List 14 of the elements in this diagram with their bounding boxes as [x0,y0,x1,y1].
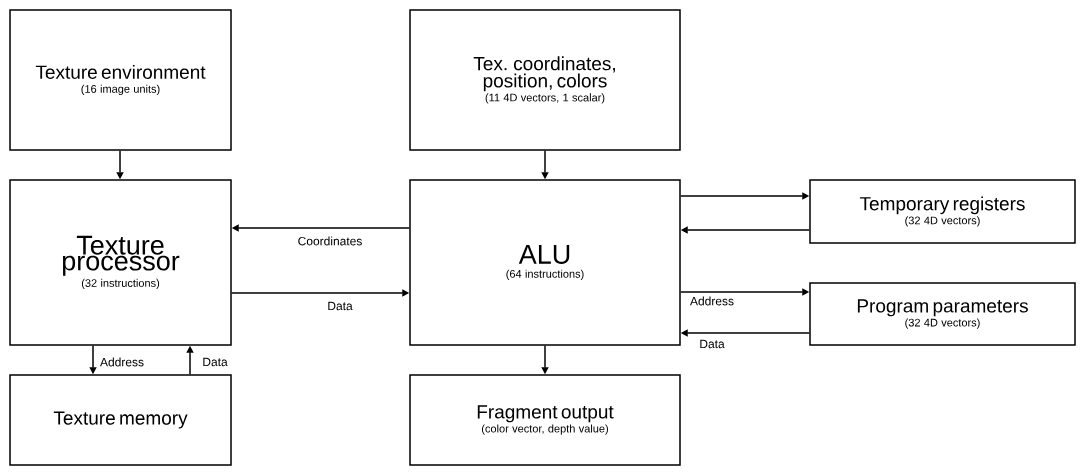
edge-label: Coordinates [298,236,362,246]
edge-label: Address [100,357,144,367]
process-box: ALU (64 instructions) [409,179,681,346]
process-box: Texture environment (16 image units) [9,9,232,151]
process-box: Texture memory [9,374,232,466]
edge-label: Data [203,357,228,367]
process-box: Fragment output (color vector, depth value) [409,374,681,466]
edge-label: Data [328,301,353,311]
process-box: Tex. coordinates, position, colors (11 4D vectors, 1 scalar) [409,9,681,151]
edge-label: Data [700,339,725,349]
process-box: Temporary registers (32 4D vectors) [809,179,1076,244]
edge-label: Address [690,296,734,306]
process-box: Program parameters (32 4D vectors) [809,282,1076,346]
process-box: Texture processor (32 instructions) [9,179,232,346]
